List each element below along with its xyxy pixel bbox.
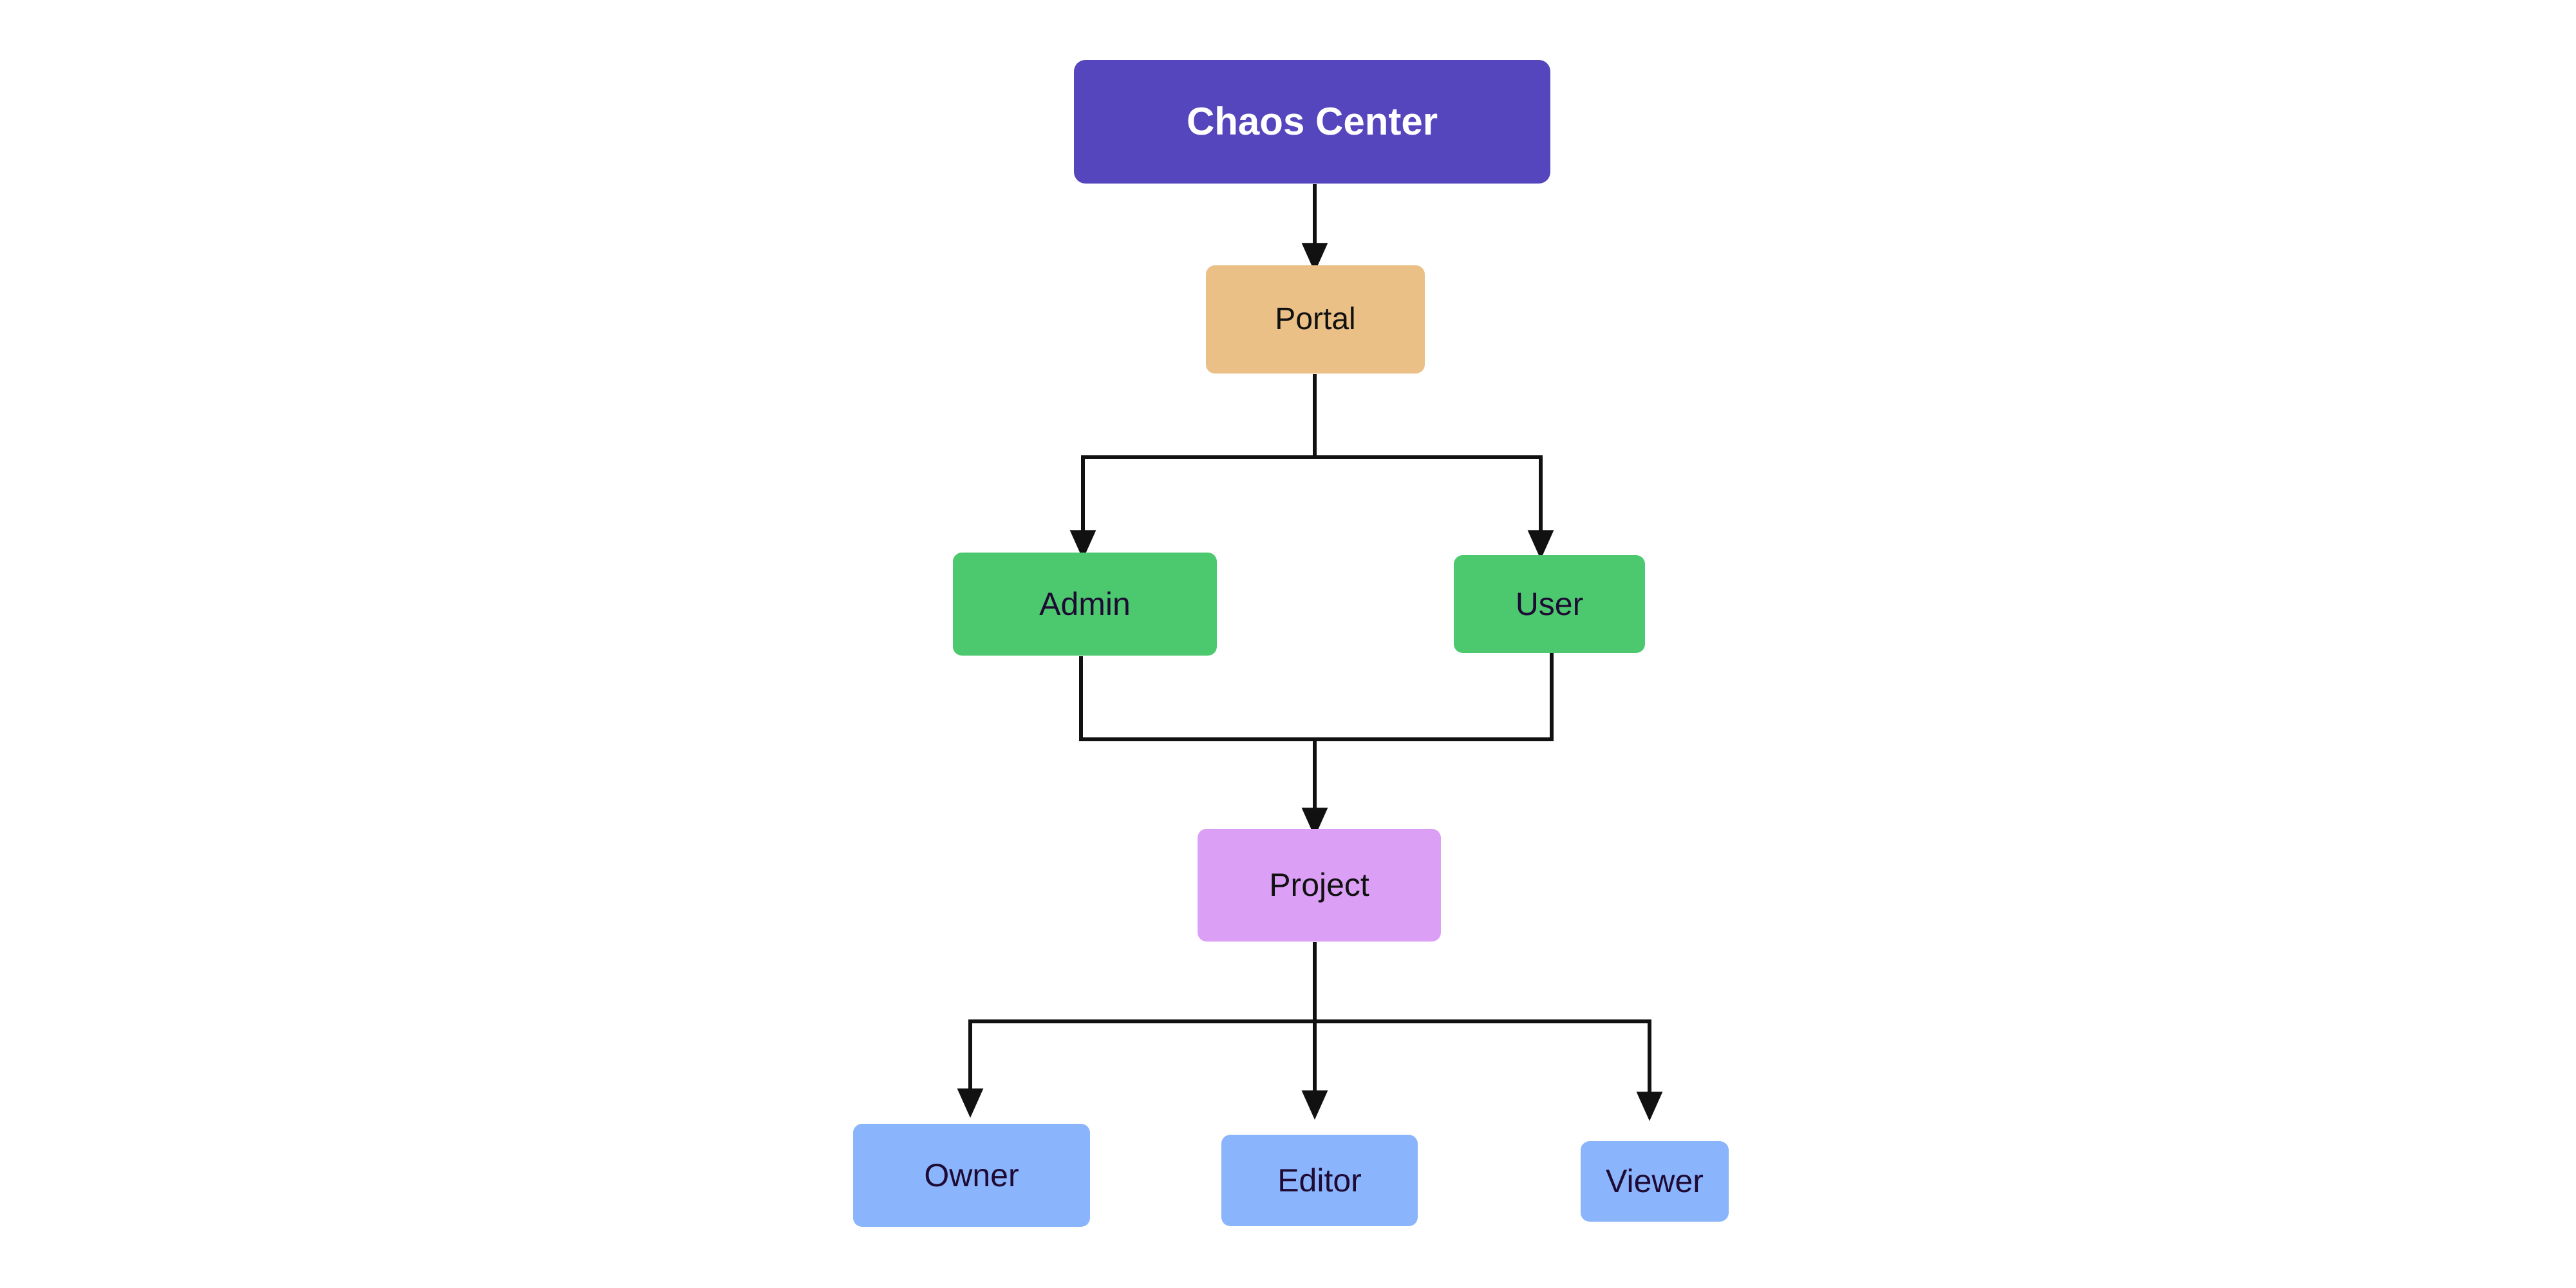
node-portal[interactable]: Portal <box>1206 265 1425 374</box>
node-project-label: Project <box>1269 867 1369 903</box>
node-editor-label: Editor <box>1277 1162 1362 1198</box>
node-user-label: User <box>1515 585 1584 622</box>
node-viewer[interactable]: Viewer <box>1581 1141 1729 1222</box>
node-project[interactable]: Project <box>1198 829 1441 942</box>
node-viewer-label: Viewer <box>1606 1163 1704 1199</box>
node-admin[interactable]: Admin <box>953 553 1217 656</box>
node-user[interactable]: User <box>1454 555 1645 653</box>
node-chaos-center[interactable]: Chaos Center <box>1074 60 1550 184</box>
node-owner[interactable]: Owner <box>853 1124 1090 1227</box>
node-admin-label: Admin <box>1039 585 1131 622</box>
node-owner-label: Owner <box>924 1157 1019 1193</box>
node-editor[interactable]: Editor <box>1221 1135 1418 1226</box>
node-chaos-center-label: Chaos Center <box>1186 100 1438 143</box>
node-portal-label: Portal <box>1275 301 1356 336</box>
